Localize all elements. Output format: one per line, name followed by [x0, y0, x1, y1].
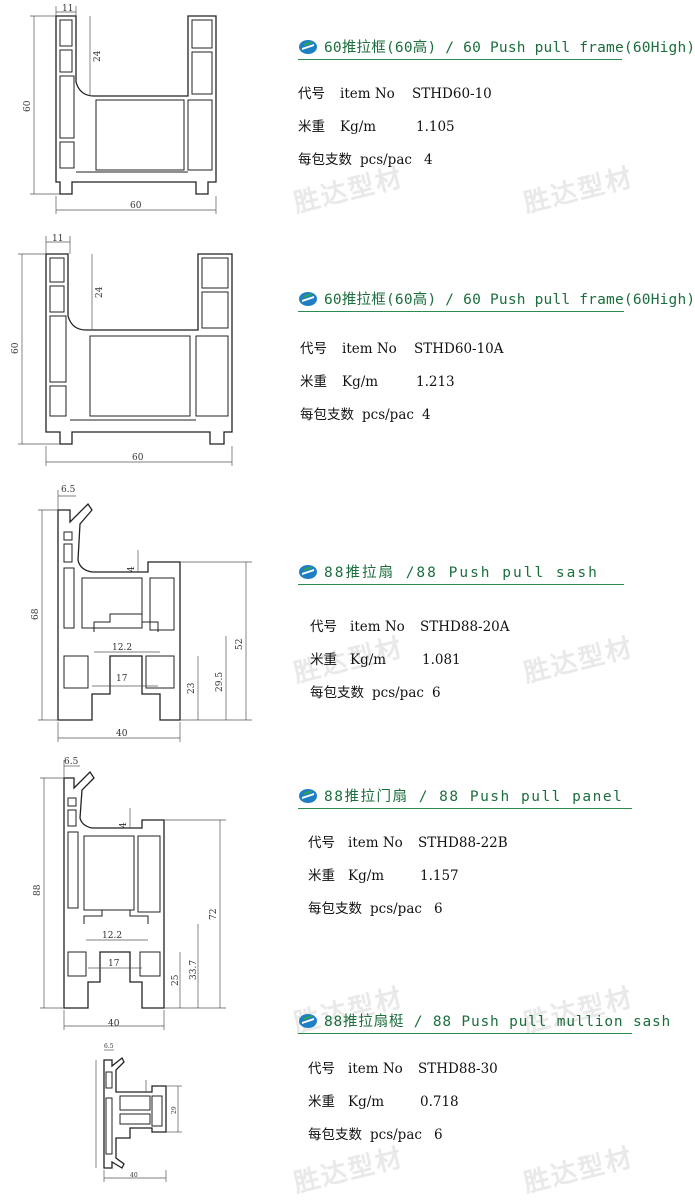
dim-top: 11 — [52, 234, 63, 244]
item-no: STHD60-10A — [414, 341, 504, 357]
profile-title-5: 88推拉扇梃 / 88 Push pull mullion sash — [298, 1010, 670, 1034]
dim-right: 29 — [171, 1106, 178, 1114]
pack-value: 6 — [434, 1127, 443, 1143]
dim-mid1: 12.2 — [102, 931, 122, 941]
pack-value: 4 — [424, 152, 433, 168]
dim-right: 72 — [209, 909, 219, 920]
item-no: STHD60-10 — [412, 86, 492, 102]
dim-v2: 29.5 — [215, 672, 225, 692]
profile-drawing-2: 11 24 60 60 — [10, 232, 240, 466]
watermark: 胜达型材 — [290, 1142, 407, 1200]
title-text: 60推拉框(60高) / 60 Push pull frame(60High) — [324, 40, 695, 56]
dim-top: 6.5 — [64, 757, 79, 767]
dim-width: 40 — [116, 729, 128, 739]
dim-height: 68 — [31, 608, 41, 620]
pack-value: 6 — [432, 685, 441, 701]
dim-small: 4 — [119, 822, 129, 828]
dim-inner: 24 — [93, 50, 103, 62]
profile-title-4: 88推拉门扇 / 88 Push pull panel — [298, 785, 632, 809]
dim-v1: 25 — [171, 974, 181, 986]
item-no: STHD88-22B — [418, 835, 508, 851]
dim-small: 4 — [127, 566, 137, 572]
title-text: 88推拉扇 /88 Push pull sash — [324, 565, 599, 581]
profile-title-2: 60推拉框(60高) / 60 Push pull frame(60High) — [298, 288, 695, 312]
profile-title-1: 60推拉框(60高) / 60 Push pull frame(60High) — [298, 36, 695, 60]
dim-width: 60 — [132, 453, 144, 463]
profile-title-3: 88推拉扇 /88 Push pull sash — [298, 561, 624, 585]
item-no: STHD88-30 — [418, 1061, 498, 1077]
dim-width: 40 — [108, 1019, 120, 1029]
dim-height: 60 — [23, 100, 33, 112]
dim-mid1: 12.2 — [112, 643, 132, 653]
dim-mid2: 17 — [116, 674, 128, 684]
title-text: 88推拉扇梃 / 88 Push pull mullion sash — [324, 1014, 672, 1030]
profile-drawing-4: 6.5 4 88 72 12.2 17 25 33.7 40 — [30, 756, 240, 1036]
logo-icon — [299, 291, 317, 306]
dim-width: 40 — [130, 1172, 138, 1179]
logo-icon — [299, 788, 317, 803]
watermark: 胜达型材 — [520, 1142, 637, 1200]
dim-v1: 23 — [187, 682, 197, 694]
watermark: 胜达型材 — [520, 632, 637, 690]
dim-height: 60 — [11, 342, 21, 354]
profile-drawing-3: 6.5 4 68 52 12.2 17 23 29.5 40 — [30, 480, 260, 750]
dim-width: 60 — [130, 201, 142, 211]
title-text: 88推拉门扇 / 88 Push pull panel — [324, 789, 624, 805]
profile-drawing-1: 11 24 60 60 — [20, 4, 240, 218]
weight-value: 1.105 — [416, 119, 455, 135]
dim-height: 88 — [33, 884, 43, 896]
logo-icon — [299, 1013, 317, 1028]
dim-top: 6.5 — [104, 1043, 114, 1050]
title-text: 60推拉框(60高) / 60 Push pull frame(60High) — [324, 292, 695, 308]
weight-value: 1.157 — [420, 868, 459, 884]
pack-value: 6 — [434, 901, 443, 917]
dim-right: 52 — [235, 639, 245, 650]
weight-value: 1.081 — [422, 652, 461, 668]
logo-icon — [299, 39, 317, 54]
item-no: STHD88-20A — [420, 619, 510, 635]
weight-value: 1.213 — [416, 374, 455, 390]
dim-inner: 24 — [95, 286, 105, 298]
dim-top: 6.5 — [61, 485, 76, 495]
profile-drawing-5: 6.5 29 40 — [90, 1040, 200, 1186]
watermark: 胜达型材 — [520, 162, 637, 220]
pack-value: 4 — [422, 407, 431, 423]
logo-icon — [299, 564, 317, 579]
dim-mid2: 17 — [108, 959, 120, 969]
weight-value: 0.718 — [420, 1094, 459, 1110]
dim-v2: 33.7 — [189, 960, 199, 980]
dim-top: 11 — [62, 4, 73, 14]
